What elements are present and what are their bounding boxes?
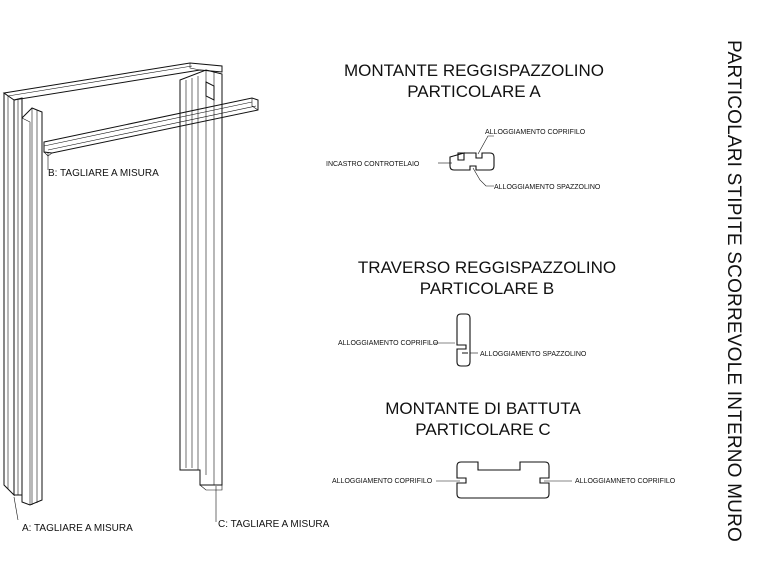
door-frame-drawing xyxy=(2,62,259,522)
cut-label-c: C: TAGLIARE A MISURA xyxy=(218,519,330,530)
leader-a xyxy=(13,496,19,521)
detail-a-profile xyxy=(438,135,495,187)
detail-a-subtitle: PARTICOLARE A xyxy=(407,82,541,101)
detail-a-label-spazzolino: ALLOGGIAMENTO SPAZZOLINO xyxy=(494,184,601,191)
detail-b-label-coprifilo: ALLOGGIAMENTO COPRIFILO xyxy=(338,340,439,347)
side-vertical-title: PARTICOLARI STIPITE SCORREVOLE INTERNO M… xyxy=(723,40,744,542)
detail-c-label-left: ALLOGGIAMENTO COPRIFILO xyxy=(332,478,433,485)
detail-a-title: MONTANTE REGGISPAZZOLINO xyxy=(344,61,604,80)
part-b-crossbar xyxy=(43,97,259,154)
detail-a-label-coprifilo: ALLOGGIAMENTO COPRIFILO xyxy=(485,129,586,136)
detail-b-label-spazzolino: ALLOGGIAMENTO SPAZZOLINO xyxy=(480,351,587,358)
detail-c-profile xyxy=(436,461,572,499)
detail-b-subtitle: PARTICOLARE B xyxy=(420,279,554,298)
detail-a-label-controtelaio: INCASTRO CONTROTELAIO xyxy=(326,161,420,168)
frame-left-jamb xyxy=(3,93,15,497)
cut-label-b: B: TAGLIARE A MISURA xyxy=(48,168,159,179)
detail-c-label-right: ALLOGGIAMNETO COPRIFILO xyxy=(575,478,676,485)
cut-label-a: A: TAGLIARE A MISURA xyxy=(22,523,133,534)
detail-b-profile xyxy=(434,313,478,367)
detail-c-title: MONTANTE DI BATTUTA xyxy=(385,399,581,418)
frame-lintel xyxy=(2,62,223,101)
detail-c-subtitle: PARTICOLARE C xyxy=(415,420,550,439)
part-c-upright xyxy=(179,69,223,486)
detail-b-title: TRAVERSO REGGISPAZZOLINO xyxy=(358,258,616,277)
